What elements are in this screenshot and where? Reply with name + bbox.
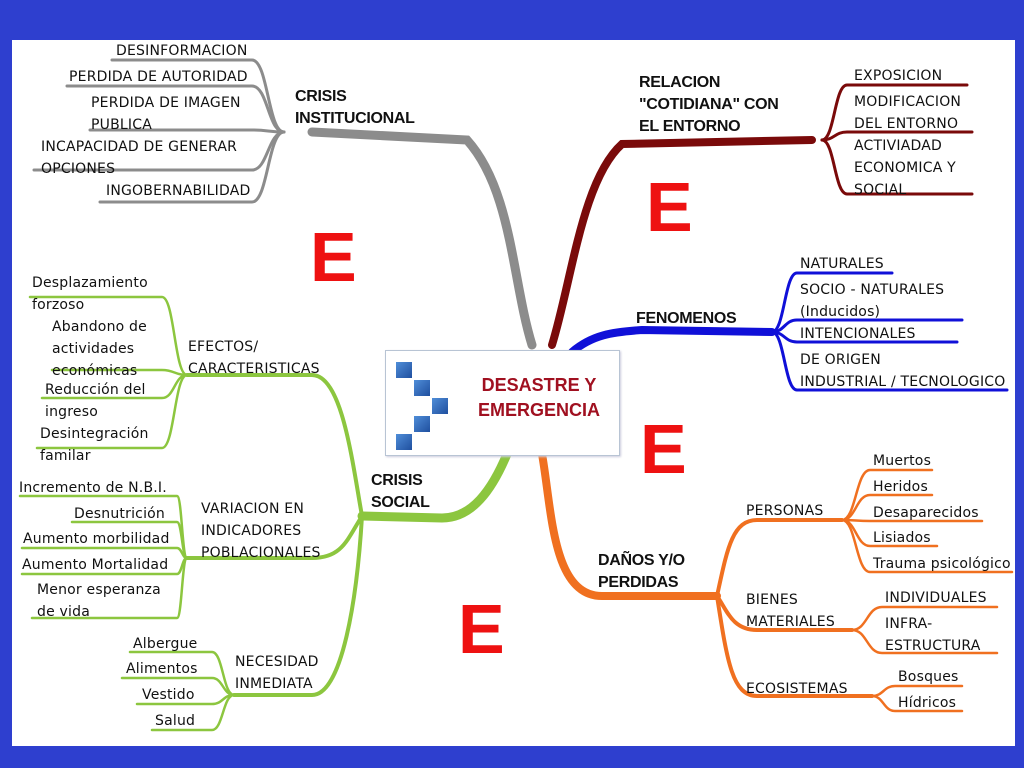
leaf-salud: Salud — [155, 713, 196, 729]
leaf-menor-esperanza: Menor esperanza de vida — [37, 582, 161, 620]
leaf-aumento-mortalidad: Aumento Mortalidad — [22, 557, 169, 573]
trunk-crisis-social — [357, 449, 512, 523]
connector-danos-personas — [715, 518, 844, 598]
leaf-desaparecidos: Desaparecidos — [873, 505, 979, 521]
leaf-aumento-morbilidad: Aumento morbilidad — [23, 531, 170, 547]
leaf-reduccion-ingreso: Reducción del ingreso — [45, 382, 146, 420]
leaf-naturales: NATURALES — [800, 256, 884, 272]
mind-map-canvas: E E E E DESASTRE Y EMERGENCIA CRISIS INS… — [12, 40, 1015, 746]
leaf-exposicion: EXPOSICION — [854, 68, 943, 84]
connector-variacion-leaf — [30, 556, 189, 620]
connector-crisis-institucional — [98, 130, 286, 204]
subbranch-variacion-indicadores: VARIACION EN INDICADORES POBLACIONALES — [201, 501, 321, 561]
connector-danos-bienes — [715, 594, 854, 632]
connector-crisis-social-necesidad — [232, 514, 364, 697]
leaf-origen-industrial: DE ORIGEN INDUSTRIAL / TECNOLOGICO — [800, 352, 1006, 390]
leaf-lisiados: Lisiados — [873, 530, 931, 546]
connector-crisis-social-variacion — [185, 514, 364, 560]
leaf-heridos: Heridos — [873, 479, 928, 495]
leaf-infraestructura: INFRA- ESTRUCTURA — [885, 616, 981, 654]
subbranch-bienes-materiales: BIENES MATERIALES — [746, 592, 835, 630]
big-letter-e: E — [646, 168, 693, 246]
central-topic-title: DESASTRE Y EMERGENCIA — [464, 373, 614, 423]
connector-ecosistemas-leaf — [870, 694, 964, 713]
leaf-modificacion-entorno: MODIFICACION DEL ENTORNO — [854, 94, 962, 132]
branch-crisis-institucional: CRISIS INSTITUCIONAL — [295, 88, 415, 127]
leaf-muertos: Muertos — [873, 453, 932, 469]
leaf-socio-naturales: SOCIO - NATURALES (Inducidos) — [800, 282, 945, 320]
leaf-individuales: INDIVIDUALES — [885, 590, 987, 606]
leaf-actividad-economica: ACTIVIADAD ECONOMICA Y SOCIAL — [854, 138, 956, 198]
subbranch-necesidad-inmediata: NECESIDAD INMEDIATA — [235, 654, 319, 692]
connector-relacion-cotidiana — [820, 138, 974, 196]
leaf-abandono: Abandono de actividades económicas — [52, 319, 147, 379]
leaf-incapacidad-generar: INCAPACIDAD DE GENERAR OPCIONES — [41, 139, 238, 177]
leaf-vestido: Vestido — [142, 687, 195, 703]
central-topic-title-line: EMERGENCIA — [477, 400, 600, 420]
leaf-perdida-autoridad: PERDIDA DE AUTORIDAD — [69, 69, 248, 85]
subbranch-efectos-caracteristicas: EFECTOS/ CARACTERISTICAS — [188, 339, 320, 377]
mind-map-branches — [18, 58, 1014, 732]
connector-efectos-leaf — [28, 295, 189, 377]
leaf-desplazamiento: Desplazamiento forzoso — [32, 275, 148, 313]
branch-relacion-cotidiana: RELACION "COTIDIANA" CON EL ENTORNO — [639, 74, 779, 135]
subbranch-personas: PERSONAS — [746, 503, 824, 519]
trunk-crisis-institucional — [307, 127, 537, 350]
branch-fenomenos: FENOMENOS — [636, 310, 737, 327]
leaf-desintegracion: Desintegración familar — [40, 426, 149, 464]
connector-bienes-leaf — [850, 628, 999, 655]
leaf-intencionales: INTENCIONALES — [800, 326, 916, 342]
trunk-fenomenos — [568, 325, 776, 356]
connector-necesidad-leaf — [150, 693, 236, 732]
connector-danos-ecosistemas — [715, 594, 874, 698]
central-topic-box: DESASTRE Y EMERGENCIA — [385, 350, 620, 456]
leaf-albergue: Albergue — [133, 636, 198, 652]
leaf-incremento-nbi: Incremento de N.B.I. — [19, 480, 167, 496]
big-letter-e: E — [310, 218, 357, 296]
central-topic-title-line: DESASTRE Y — [481, 375, 597, 395]
big-letter-e: E — [458, 590, 505, 668]
leaf-trauma: Trauma psicológico — [873, 556, 1011, 572]
big-letter-e: E — [640, 410, 687, 488]
leaf-ingobernabilidad: INGOBERNABILIDAD — [106, 183, 251, 199]
leaf-bosques: Bosques — [898, 669, 959, 685]
leaf-desinformacion: DESINFORMACION — [116, 43, 248, 59]
branch-crisis-social: CRISIS SOCIAL — [371, 472, 430, 511]
leaf-hidricos: Hídricos — [898, 695, 957, 711]
connector-efectos-leaf — [35, 373, 189, 450]
connector-fenomenos — [770, 271, 894, 334]
leaf-perdida-imagen: PERDIDA DE IMAGEN PUBLICA — [91, 95, 241, 133]
branch-danos-perdidas: DAÑOS Y/O PERDIDAS — [598, 552, 685, 591]
connector-fenomenos — [770, 330, 1009, 392]
connector-personas-leaf — [840, 518, 1014, 574]
trunk-relacion-cotidiana — [548, 136, 816, 349]
leaf-desnutricion: Desnutrición — [74, 506, 165, 522]
connector-bienes-leaf — [850, 605, 999, 632]
trunk-danos-perdidas — [538, 450, 721, 600]
subbranch-ecosistemas: ECOSISTEMAS — [746, 681, 848, 697]
connector-crisis-social-efectos — [185, 373, 364, 518]
leaf-alimentos: Alimentos — [126, 661, 198, 677]
